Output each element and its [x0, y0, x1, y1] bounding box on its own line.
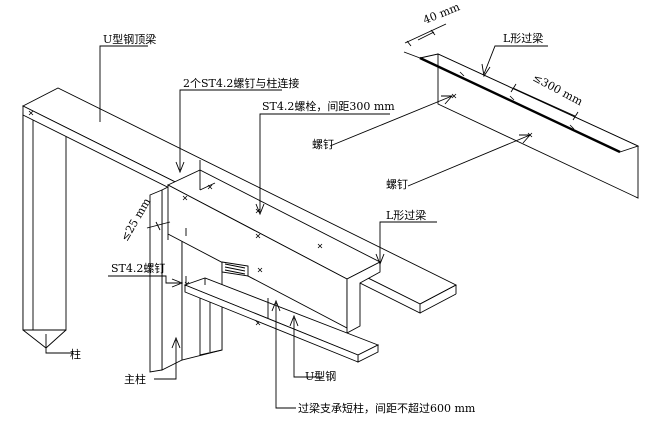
l-lintel-detail — [418, 53, 640, 199]
two-screws-label: 2个ST4.2螺钉与柱连接 — [183, 76, 299, 90]
callout-screw-left: ST4.2螺钉 — [108, 262, 184, 288]
bolt-spacing-label: ST4.2螺栓，间距300 mm — [262, 99, 395, 113]
callout-u-steel-top-beam: U型钢顶梁 — [99, 32, 156, 122]
callout-screw-detail-1: 螺钉 — [312, 95, 453, 151]
callout-l-lintel-main: L形过梁 — [375, 208, 437, 266]
callout-u-steel: U型钢 — [289, 314, 336, 383]
top-plate-detail — [221, 261, 249, 277]
u-steel-bottom — [183, 276, 380, 363]
screw-detail-2-label: 螺钉 — [386, 178, 408, 191]
u-steel-top-beam-label: U型钢顶梁 — [103, 32, 156, 46]
callout-screw-detail-2: 螺钉 — [386, 134, 531, 191]
main-column-label: 主柱 — [124, 372, 146, 386]
l-lintel-main-label: L形过梁 — [386, 208, 426, 222]
screw-left-label: ST4.2螺钉 — [111, 262, 165, 275]
callout-main-column: 主柱 — [124, 336, 181, 386]
screw-detail-1-label: 螺钉 — [312, 138, 334, 151]
callout-l-lintel-detail: L形过梁 — [481, 31, 548, 78]
dim-25-label: ≤25 mm — [118, 195, 153, 243]
dim-40-label: 40 mm — [421, 0, 462, 27]
callout-two-screws: 2个ST4.2螺钉与柱连接 — [175, 76, 299, 174]
callout-bolt-spacing: ST4.2螺栓，间距300 mm — [255, 99, 395, 216]
column-label: 柱 — [70, 347, 81, 361]
column — [22, 112, 67, 349]
callout-column: 柱 — [45, 334, 81, 361]
support-stud-label: 过梁支承短柱，间距不超过600 mm — [298, 401, 476, 415]
dim-40: 40 mm — [403, 0, 462, 59]
l-lintel-main — [166, 160, 381, 334]
l-lintel-detail-label: L形过梁 — [503, 31, 543, 45]
u-steel-label: U型钢 — [305, 369, 336, 383]
callout-support-stud: 过梁支承短柱，间距不超过600 mm — [271, 299, 476, 415]
